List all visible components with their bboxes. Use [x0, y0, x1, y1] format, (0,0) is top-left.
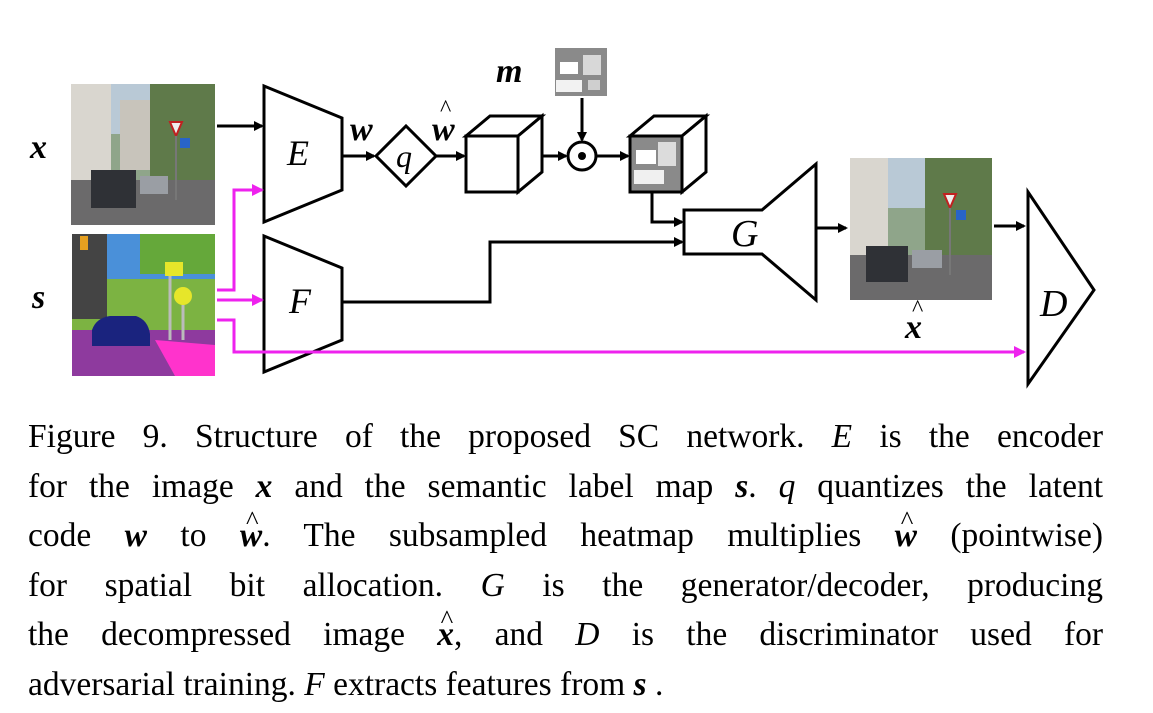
- caption-line-1: Figure 9. Structure of the proposed SC n…: [28, 418, 1103, 455]
- label-q: q: [396, 138, 412, 174]
- figure-caption: Figure 9. Structure of the proposed SC n…: [28, 412, 1103, 709]
- hat-w-hat: ^: [440, 96, 451, 122]
- latent-cube: [461, 112, 547, 196]
- label-E: E: [286, 133, 309, 173]
- label-G: G: [731, 213, 758, 255]
- label-s: s: [31, 279, 45, 316]
- semantic-map-s: [72, 234, 215, 376]
- caption-line-3: code w to w. The subsampled heatmap mult…: [28, 511, 1103, 561]
- caption-line-2: for the image x and the semantic label m…: [28, 467, 1104, 505]
- label-x: x: [29, 129, 47, 166]
- heatmap-m: [555, 48, 607, 96]
- label-x-hat: x: [904, 309, 922, 346]
- arrow-F-to-G: [342, 237, 684, 304]
- encoder-E: [262, 83, 344, 225]
- arrow-masked-to-G: [650, 192, 684, 227]
- caption-line-5: the decompressed image x, and D is the d…: [28, 610, 1103, 660]
- reconstructed-image-x-hat: [850, 158, 992, 300]
- label-F: F: [288, 281, 312, 321]
- label-m: m: [496, 53, 522, 90]
- label-w: w: [350, 111, 373, 148]
- feature-extractor-F: [262, 233, 344, 375]
- input-image-x: [71, 84, 215, 225]
- caption-line-4: for spatial bit allocation. G is the gen…: [28, 566, 1103, 604]
- hat-x-hat: ^: [912, 296, 923, 322]
- network-diagram: x s E F w q w ^ m: [29, 48, 1096, 389]
- discriminator-D: [1026, 187, 1096, 389]
- masked-cube: [625, 112, 711, 196]
- label-D: D: [1039, 283, 1067, 325]
- multiply-node: [566, 140, 598, 172]
- caption-line-6: adversarial training. F extracts feature…: [28, 665, 664, 703]
- generator-G: [682, 160, 818, 304]
- semantic-arrows: [217, 184, 1026, 358]
- label-w-hat: w: [432, 111, 455, 148]
